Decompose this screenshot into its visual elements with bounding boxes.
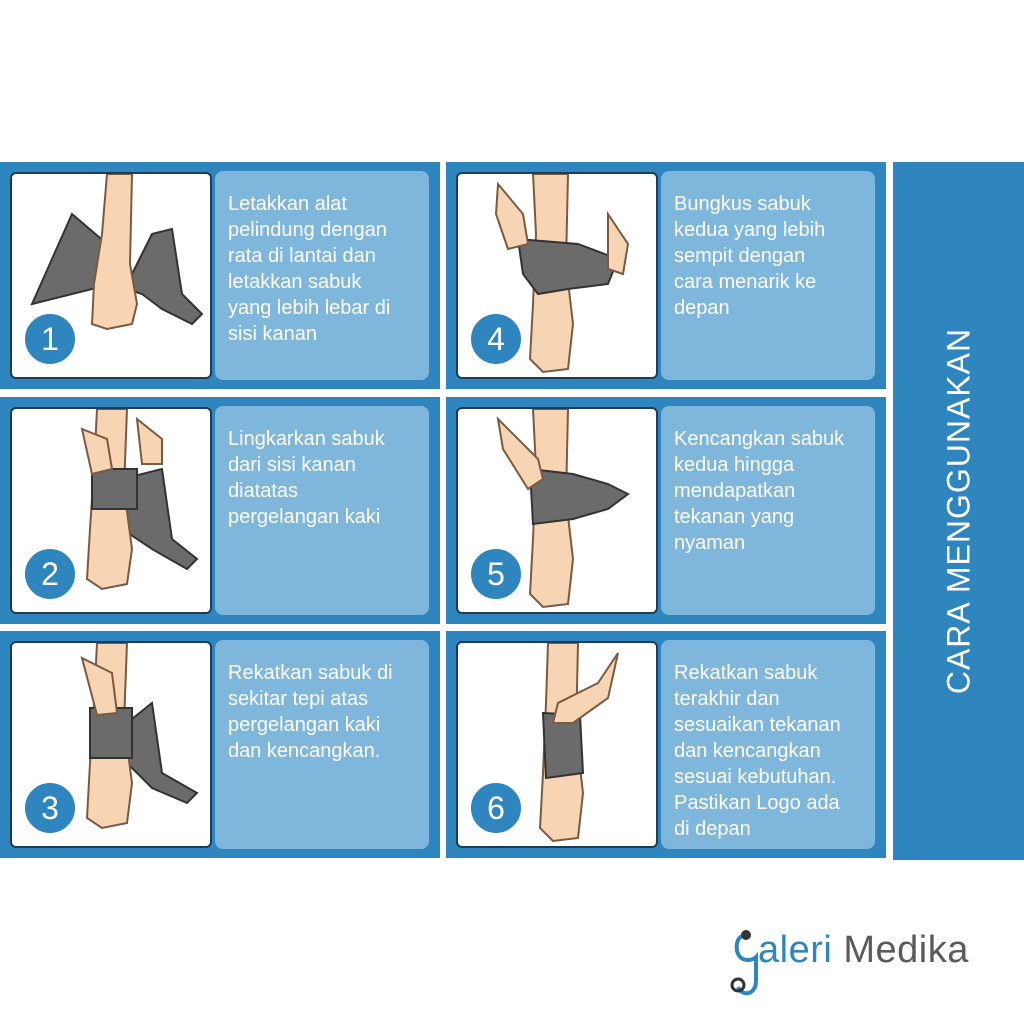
step-instruction-text: Lingkarkan sabuk dari sisi kanan diatata… — [228, 428, 385, 528]
step-instruction-panel: Lingkarkan sabuk dari sisi kanan diatata… — [215, 406, 429, 615]
step-instruction-text: Rekatkan sabuk terakhir dan sesuaikan te… — [674, 662, 841, 840]
step-instruction-panel: Letakkan alat pelindung dengan rata di l… — [215, 171, 429, 380]
step-instruction-panel: Rekatkan sabuk di sekitar tepi atas perg… — [215, 640, 429, 849]
step-number-badge: 1 — [22, 311, 78, 367]
step-instruction-text: Letakkan alat pelindung dengan rata di l… — [228, 193, 391, 345]
sidebar-title: CARA MENGGUNAKAN — [940, 327, 976, 695]
step-instruction-text: Kencangkan sabuk kedua hingga mendapatka… — [674, 428, 845, 554]
step-4-illustration: 4 — [456, 172, 658, 379]
step-2-illustration: 2 — [10, 407, 212, 614]
logo-wordmark: aleri Medika — [758, 929, 969, 971]
galeri-medika-logo: aleri Medika — [728, 925, 988, 1005]
step-instruction-panel: Kencangkan sabuk kedua hingga mendapatka… — [661, 406, 875, 615]
step-instruction-text: Bungkus sabuk kedua yang lebih sempit de… — [674, 193, 826, 319]
step-number-badge: 4 — [468, 311, 524, 367]
step-card-4: 4 Bungkus sabuk kedua yang lebih sempit … — [446, 162, 886, 389]
step-5-illustration: 5 — [456, 407, 658, 614]
sidebar-title-panel: CARA MENGGUNAKAN — [893, 162, 1024, 860]
step-card-3: 3 Rekatkan sabuk di sekitar tepi atas pe… — [0, 631, 440, 858]
step-3-illustration: 3 — [10, 641, 212, 848]
step-number-badge: 2 — [22, 546, 78, 602]
step-card-5: 5 Kencangkan sabuk kedua hingga mendapat… — [446, 397, 886, 624]
step-card-2: 2 Lingkarkan sabuk dari sisi kanan diata… — [0, 397, 440, 624]
step-1-illustration: 1 — [10, 172, 212, 379]
step-card-6: 6 Rekatkan sabuk terakhir dan sesuaikan … — [446, 631, 886, 858]
stethoscope-icon — [730, 930, 758, 996]
step-card-1: 1 Letakkan alat pelindung dengan rata di… — [0, 162, 440, 389]
step-number-badge: 5 — [468, 546, 524, 602]
step-6-illustration: 6 — [456, 641, 658, 848]
step-number-badge: 3 — [22, 780, 78, 836]
step-instruction-panel: Bungkus sabuk kedua yang lebih sempit de… — [661, 171, 875, 380]
step-instruction-text: Rekatkan sabuk di sekitar tepi atas perg… — [228, 662, 393, 762]
step-number-badge: 6 — [468, 780, 524, 836]
step-instruction-panel: Rekatkan sabuk terakhir dan sesuaikan te… — [661, 640, 875, 849]
